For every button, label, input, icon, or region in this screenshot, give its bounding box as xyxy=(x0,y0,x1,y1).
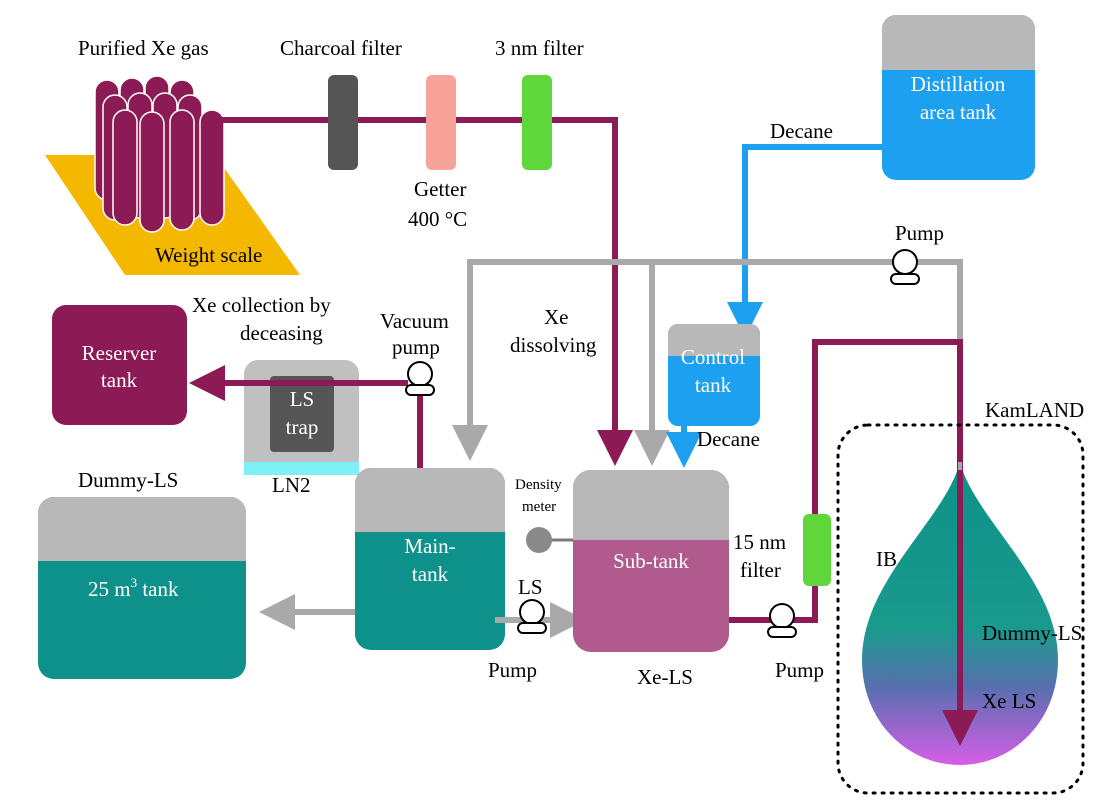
label-xe-ls: Xe-LS xyxy=(637,665,693,689)
label-ls: LS xyxy=(518,575,543,599)
label-25m3-number: 25 m xyxy=(88,577,131,601)
label-25m3-sup: 3 xyxy=(131,575,138,590)
label-weight-scale: Weight scale xyxy=(155,243,262,267)
dummy-ls-tank xyxy=(38,497,246,679)
label-dummy-ls-title: Dummy-LS xyxy=(78,468,178,492)
label-reserver-1: Reserver xyxy=(82,341,157,365)
label-purified-xe-gas: Purified Xe gas xyxy=(78,36,209,60)
label-reserver-2: tank xyxy=(101,368,138,392)
label-distillation-1: Distillation xyxy=(911,72,1006,96)
label-charcoal-filter: Charcoal filter xyxy=(280,36,402,60)
decane-line-top xyxy=(727,144,882,338)
label-decane-mid: Decane xyxy=(697,427,760,451)
label-pump-right: Pump xyxy=(775,658,824,682)
label-control-1: Control xyxy=(681,345,745,369)
label-kamland: KamLAND xyxy=(985,398,1084,422)
label-xe-collection-2: deceasing xyxy=(240,321,323,345)
label-ib: IB xyxy=(876,547,897,571)
label-25m3-tank: 25 m3 tank xyxy=(88,575,179,601)
label-main-1: Main- xyxy=(404,534,455,558)
label-xe-dissolving-1: Xe xyxy=(544,305,569,329)
kamland-boundary xyxy=(836,423,1085,795)
xe-gas-cylinders xyxy=(94,75,225,233)
label-vacuum-pump-1: Vacuum xyxy=(380,309,449,333)
label-decane-top: Decane xyxy=(770,119,833,143)
vacuum-pump xyxy=(405,361,435,396)
label-density-1: Density xyxy=(515,477,562,493)
distillation-area-tank xyxy=(882,15,1035,180)
label-pump-left: Pump xyxy=(488,658,537,682)
label-getter-temp: 400 °C xyxy=(408,207,467,231)
label-15nm-1: 15 nm xyxy=(733,530,786,554)
pump-right xyxy=(767,603,797,638)
label-3nm-filter: 3 nm filter xyxy=(495,36,584,60)
control-tank xyxy=(668,324,760,426)
main-tank xyxy=(355,468,505,650)
label-pump-top: Pump xyxy=(895,221,944,245)
label-distillation-2: area tank xyxy=(920,100,997,124)
label-dummy-ls-balloon: Dummy-LS xyxy=(982,621,1082,645)
label-xe-collection-1: Xe collection by xyxy=(192,293,331,317)
label-ls-trap-1: LS xyxy=(290,387,315,411)
reserver-tank xyxy=(52,305,187,425)
getter xyxy=(426,75,456,170)
three-nm-filter xyxy=(522,75,552,170)
pump-top xyxy=(890,249,920,285)
label-xe-dissolving-2: dissolving xyxy=(510,333,597,357)
label-xe-ls-balloon: Xe LS xyxy=(982,689,1036,713)
label-control-2: tank xyxy=(695,373,732,397)
label-sub-tank: Sub-tank xyxy=(613,549,689,573)
ls-trap xyxy=(244,360,359,475)
density-meter xyxy=(526,527,552,553)
label-ls-trap-2: trap xyxy=(286,415,319,439)
pump-left xyxy=(517,599,547,634)
label-25m3-suffix: tank xyxy=(137,577,179,601)
label-15nm-2: filter xyxy=(740,558,781,582)
label-ln2: LN2 xyxy=(272,473,311,497)
fifteen-nm-filter xyxy=(803,514,831,586)
sub-tank xyxy=(573,470,729,652)
label-getter: Getter xyxy=(414,177,466,201)
charcoal-filter xyxy=(328,75,358,170)
label-main-2: tank xyxy=(412,562,449,586)
label-density-2: meter xyxy=(522,499,556,515)
label-vacuum-pump-2: pump xyxy=(392,335,440,359)
